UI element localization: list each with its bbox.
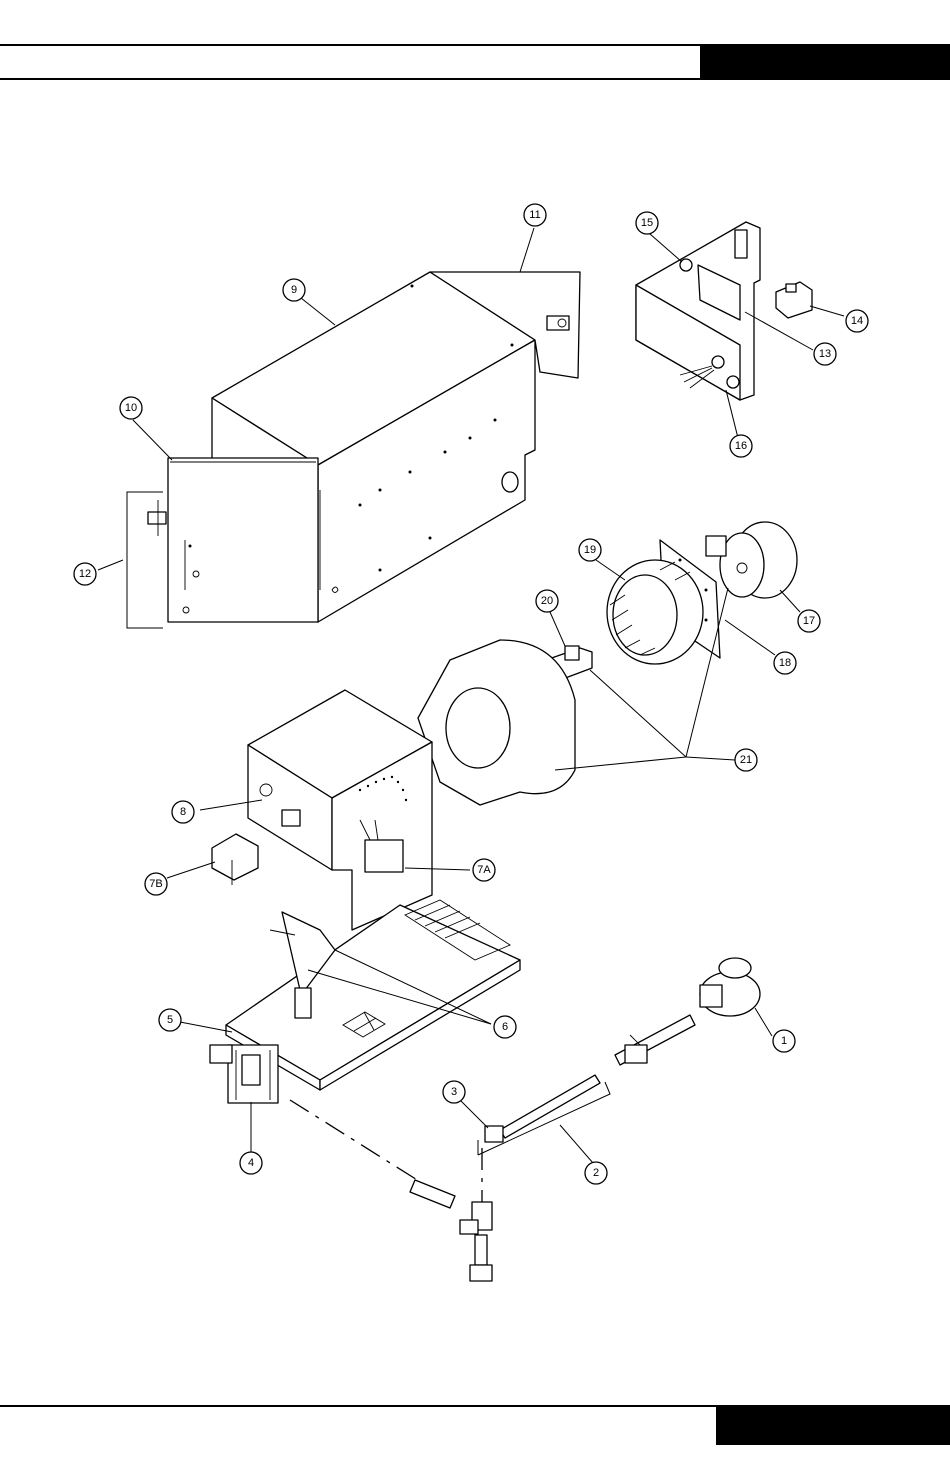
callout-4-label: 4: [248, 1157, 254, 1169]
callout-16-label: 16: [735, 440, 747, 452]
callout-11: 11: [524, 204, 546, 226]
callout-9-label: 9: [291, 284, 297, 296]
drip-leg: [410, 1180, 492, 1281]
callout-5: 5: [159, 1009, 181, 1031]
callout-7a-label: 7A: [477, 864, 491, 876]
callout-4: 4: [240, 1152, 262, 1174]
callout-13: 13: [814, 343, 836, 365]
gas-valve-part-4: [210, 1045, 278, 1103]
callout-14: 14: [846, 310, 868, 332]
callout-18-label: 18: [779, 657, 791, 669]
callout-7a: 7A: [473, 859, 495, 881]
callout-21: 21: [735, 749, 757, 771]
callout-9: 9: [283, 279, 305, 301]
callout-11-label: 11: [529, 209, 540, 221]
ignition-part-7b: [212, 834, 258, 885]
blower-housing-part-21: [418, 640, 575, 805]
footer-bar: [0, 1405, 950, 1445]
callout-20-label: 20: [541, 595, 553, 607]
footer-tab-block: [716, 1407, 950, 1445]
gas-line-centerline: [290, 1100, 430, 1188]
callout-17: 17: [798, 610, 820, 632]
callout-7b: 7B: [145, 873, 167, 895]
switch-part-14: [776, 282, 812, 318]
callout-17-label: 17: [803, 615, 815, 627]
callout-19-label: 19: [584, 544, 596, 556]
front-door-part-10: [148, 458, 318, 622]
gas-regulator-part-1: [700, 958, 760, 1016]
callout-3-label: 3: [451, 1086, 457, 1098]
callout-14-label: 14: [851, 315, 863, 327]
bracket-part-2: [478, 1082, 610, 1155]
callout-8-label: 8: [180, 806, 186, 818]
callout-10: 10: [120, 397, 142, 419]
callout-19: 19: [579, 539, 601, 561]
callout-3: 3: [443, 1081, 465, 1103]
heat-exchanger-box: [248, 690, 432, 930]
callout-13-label: 13: [819, 348, 831, 360]
motor-part-17: [706, 522, 797, 598]
callout-7b-label: 7B: [149, 878, 162, 890]
control-box-part-13: [636, 222, 760, 400]
callout-15: 15: [636, 212, 658, 234]
callout-1: 1: [773, 1030, 795, 1052]
callout-1-label: 1: [781, 1035, 787, 1047]
callout-18: 18: [774, 652, 796, 674]
callout-6-label: 6: [502, 1021, 508, 1033]
callout-5-label: 5: [167, 1014, 173, 1026]
callout-2-label: 2: [593, 1167, 599, 1179]
callout-12-label: 12: [79, 568, 91, 580]
callout-10-label: 10: [125, 402, 137, 414]
union-part-3: [485, 1126, 503, 1142]
callout-20: 20: [536, 590, 558, 612]
blower-wheel-part-19: [607, 560, 703, 664]
callout-21-label: 21: [740, 754, 752, 766]
callout-2: 2: [585, 1162, 607, 1184]
callout-15-label: 15: [641, 217, 653, 229]
gas-line-part-2: [500, 1015, 695, 1138]
callout-16: 16: [730, 435, 752, 457]
callout-12: 12: [74, 563, 96, 585]
callout-8: 8: [172, 801, 194, 823]
callout-6: 6: [494, 1016, 516, 1038]
